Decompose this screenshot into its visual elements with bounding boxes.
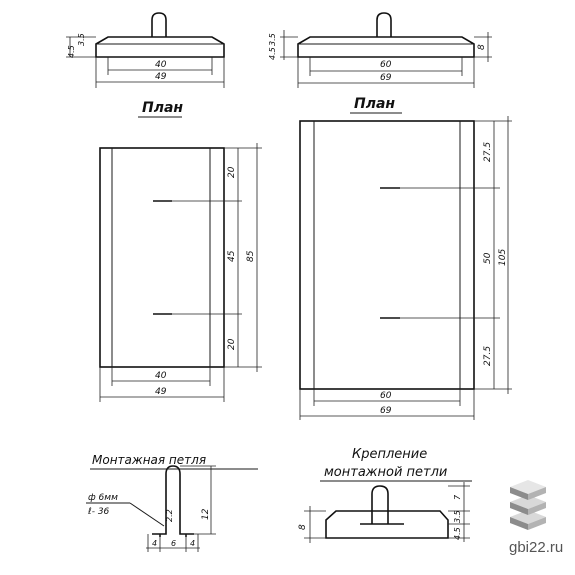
fixing-loop bbox=[360, 485, 404, 525]
loop-detail-title: Монтажная петля bbox=[92, 453, 206, 467]
right-plan-outline bbox=[299, 120, 475, 390]
fixing-dim-bottom: 4.5 bbox=[453, 527, 462, 540]
right-elevation: 4.5 3.5 8 60 69 bbox=[268, 12, 492, 88]
left-plan-outer-width: 49 bbox=[155, 387, 167, 397]
fixing-dim-total: 8 bbox=[298, 524, 308, 530]
fixing-detail: Крепление монтажной петли 7 3.5 4.5 8 bbox=[298, 447, 472, 543]
left-plan: 20 45 20 85 40 49 bbox=[99, 143, 262, 402]
watermark-text: gbi22.ru bbox=[509, 539, 563, 556]
loop-diameter: ф 6мм bbox=[88, 493, 118, 503]
right-plan-title: План bbox=[354, 96, 395, 112]
right-plan-seg-mid: 50 bbox=[483, 252, 493, 264]
loop-base-mid: 6 bbox=[171, 539, 176, 548]
left-plan-outline bbox=[99, 147, 225, 368]
fixing-dim-mid: 3.5 bbox=[453, 510, 462, 523]
left-elevation: 4.5 3.5 40 49 bbox=[66, 12, 225, 88]
mounting-loop-shape bbox=[152, 465, 194, 535]
loop-base-right: 4 bbox=[190, 539, 195, 548]
left-plan-title: План bbox=[142, 100, 183, 116]
fixing-title-line1: Крепление bbox=[352, 447, 427, 462]
right-elev-dim-b: 3.5 bbox=[268, 33, 277, 46]
right-lifting-loop bbox=[376, 12, 392, 37]
loop-detail: Монтажная петля 4 6 4 12 2.2 ф 6мм ℓ- 36 bbox=[86, 453, 258, 552]
left-plan-seg-top: 20 bbox=[227, 166, 237, 178]
left-elev-dim-b: 3.5 bbox=[77, 33, 86, 46]
right-elev-dim-total: 8 bbox=[477, 44, 487, 50]
right-elev-outer-width: 69 bbox=[380, 73, 392, 83]
loop-base-left: 4 bbox=[152, 539, 157, 548]
left-plan-seg-mid: 45 bbox=[227, 250, 237, 262]
right-elev-dim-a: 4.5 bbox=[268, 47, 277, 60]
left-elev-inner-width: 40 bbox=[155, 60, 167, 70]
left-plan-inner-width: 40 bbox=[155, 371, 167, 381]
left-plan-seg-bottom: 20 bbox=[227, 338, 237, 350]
fixing-dim-top: 7 bbox=[453, 494, 462, 500]
right-plan-total: 105 bbox=[498, 249, 508, 266]
left-lifting-loop bbox=[151, 12, 167, 37]
loop-length: ℓ- 36 bbox=[87, 507, 110, 517]
right-plan-inner-width: 60 bbox=[380, 391, 392, 401]
fixing-title-line2: монтажной петли bbox=[324, 465, 447, 480]
right-slab-section bbox=[297, 36, 475, 58]
right-plan: 27.5 50 27.5 105 60 69 bbox=[299, 116, 512, 420]
right-plan-outer-width: 69 bbox=[380, 406, 392, 416]
right-elev-inner-width: 60 bbox=[380, 60, 392, 70]
stacked-slabs-logo bbox=[510, 480, 546, 530]
right-plan-seg-top: 27.5 bbox=[483, 142, 493, 162]
left-elev-dim-a: 4.5 bbox=[67, 45, 76, 58]
loop-radius: 2.2 bbox=[165, 509, 174, 522]
left-elev-outer-width: 49 bbox=[155, 72, 167, 82]
right-plan-seg-bottom: 27.5 bbox=[483, 346, 493, 366]
loop-height: 12 bbox=[201, 508, 211, 520]
left-slab-section bbox=[95, 36, 225, 58]
left-plan-total: 85 bbox=[246, 250, 256, 262]
